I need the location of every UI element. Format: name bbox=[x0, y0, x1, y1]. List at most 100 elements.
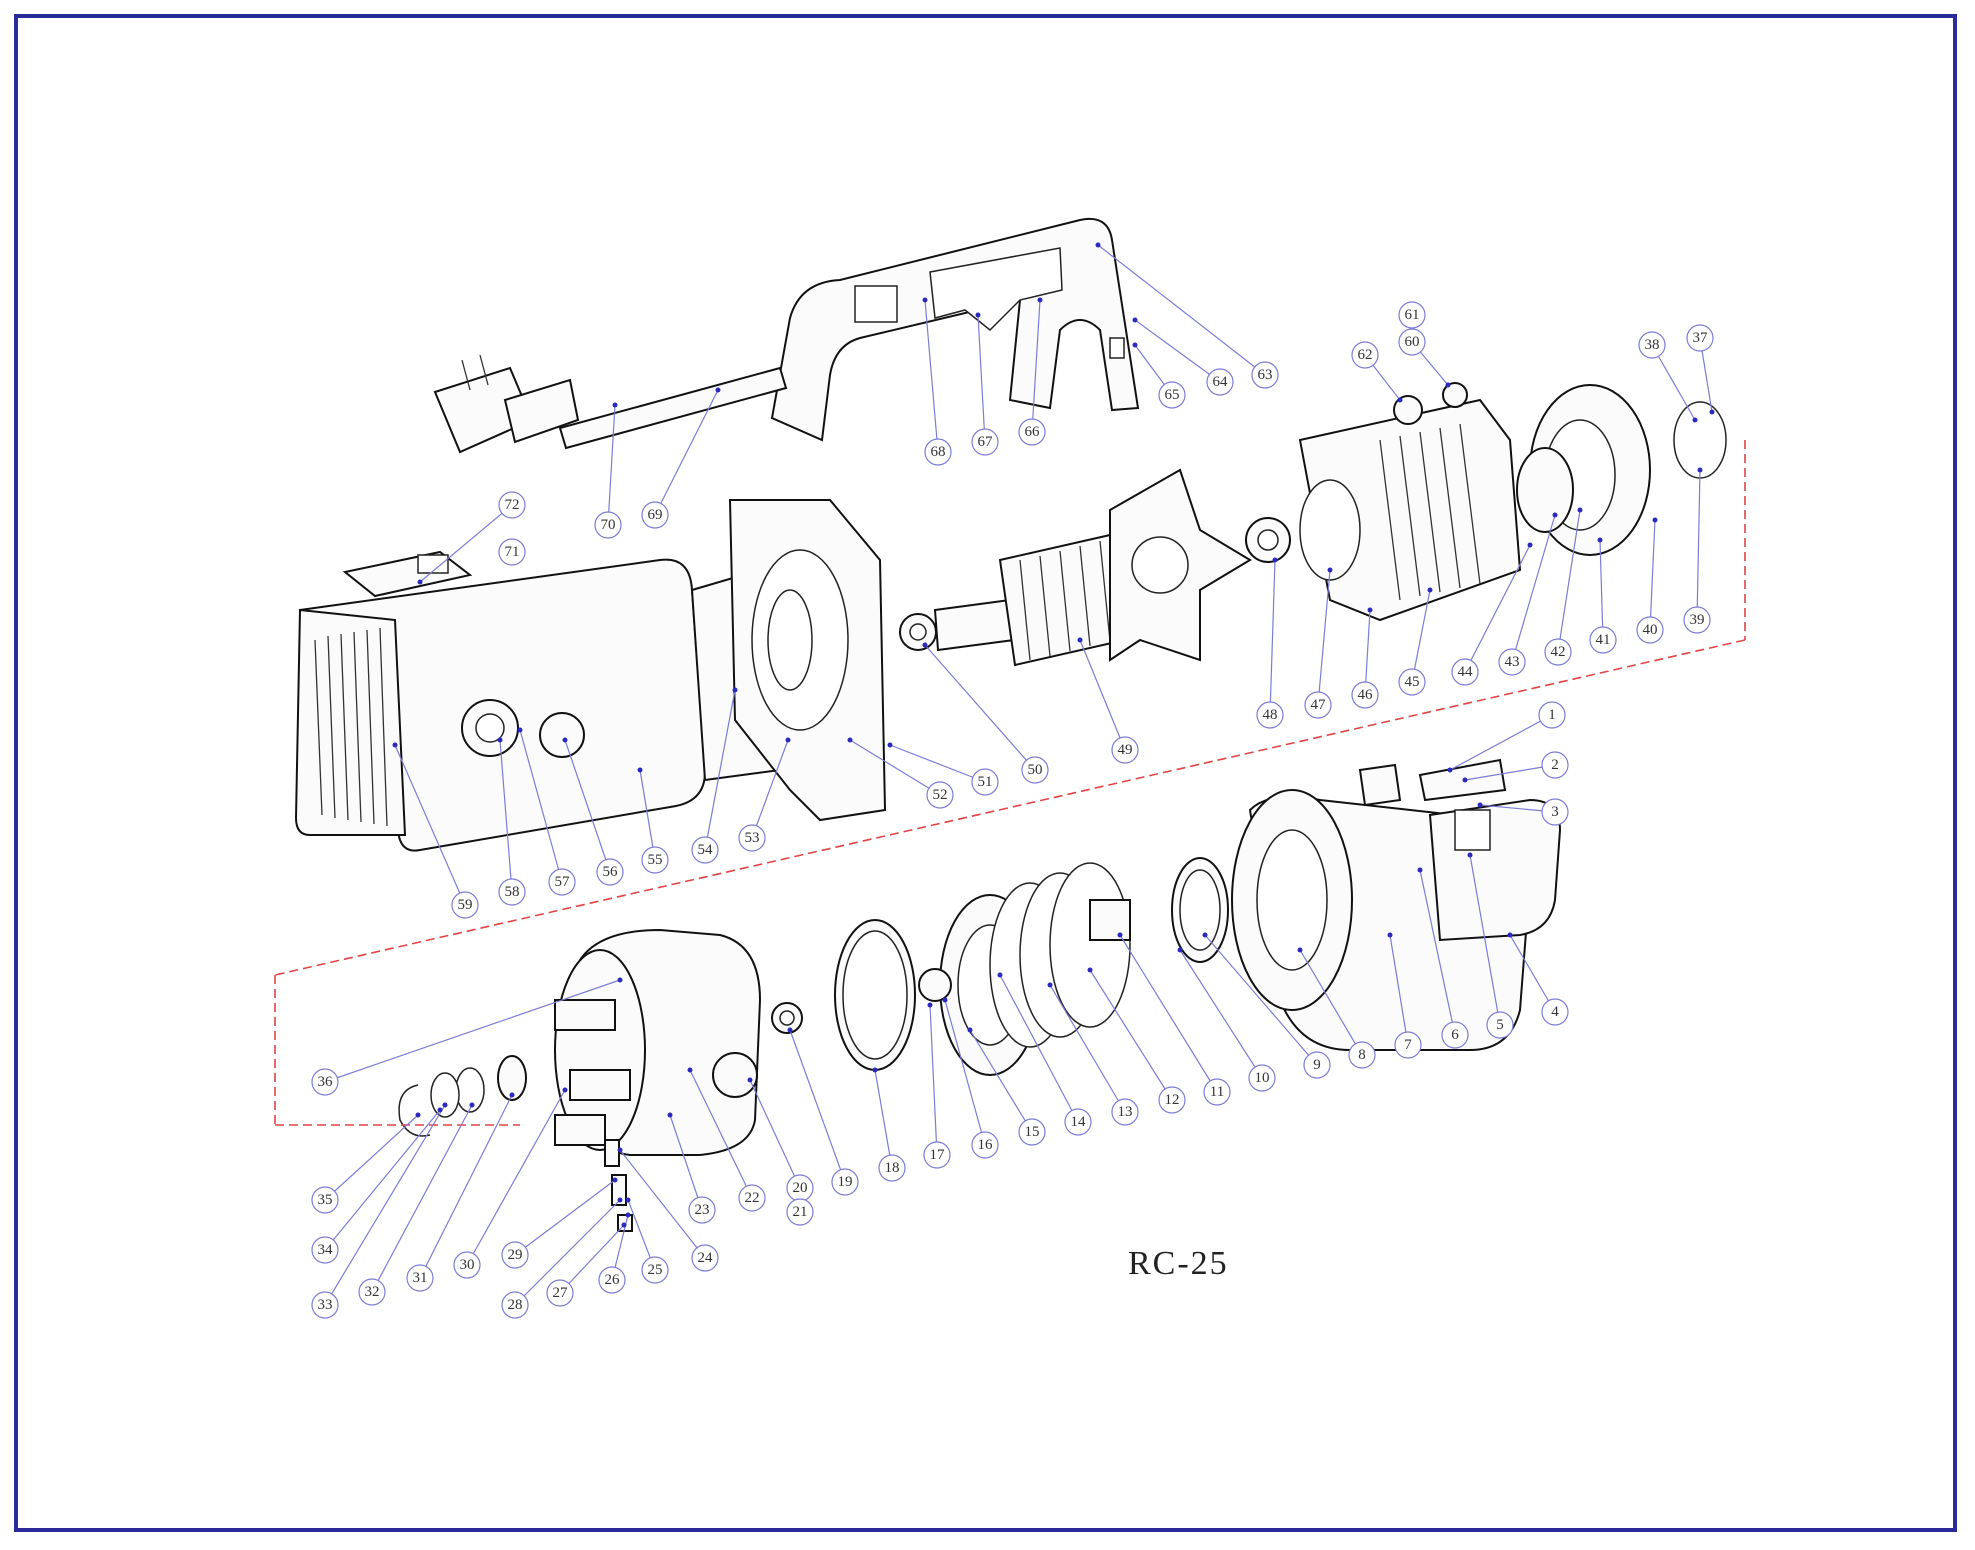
callout-13: 13 bbox=[1111, 1098, 1139, 1126]
callout-circle bbox=[1486, 1011, 1514, 1039]
leader-dot-41 bbox=[1597, 537, 1603, 543]
callout-circle bbox=[1441, 1021, 1469, 1049]
callout-12: 12 bbox=[1158, 1086, 1186, 1114]
leader-dot-30 bbox=[562, 1087, 568, 1093]
leader-line-43 bbox=[1511, 514, 1556, 663]
leader-dot-27 bbox=[621, 1222, 627, 1228]
callout-circle bbox=[1158, 381, 1186, 409]
callout-number: 5 bbox=[1496, 1017, 1504, 1033]
leader-line-17 bbox=[929, 1004, 938, 1156]
callout-circle bbox=[641, 846, 669, 874]
leader-dot-69 bbox=[715, 387, 721, 393]
callout-number: 6 bbox=[1451, 1027, 1459, 1043]
callout-24: 24 bbox=[691, 1244, 719, 1272]
leader-line-57 bbox=[519, 729, 563, 883]
callout-circle bbox=[971, 1131, 999, 1159]
callout-57: 57 bbox=[548, 868, 576, 896]
callout-circle bbox=[1111, 1098, 1139, 1126]
leader-line-48 bbox=[1269, 559, 1276, 716]
leader-dot-60 bbox=[1445, 382, 1451, 388]
callout-circle bbox=[1351, 341, 1379, 369]
callout-number: 31 bbox=[413, 1270, 428, 1286]
callout-40: 40 bbox=[1636, 616, 1664, 644]
leader-line-68 bbox=[924, 299, 939, 453]
callout-31: 31 bbox=[406, 1264, 434, 1292]
callout-number: 26 bbox=[605, 1272, 621, 1288]
callout-circle bbox=[1064, 1108, 1092, 1136]
leader-line-22 bbox=[689, 1069, 753, 1199]
callout-68: 68 bbox=[924, 438, 952, 466]
callout-70: 70 bbox=[594, 511, 622, 539]
callout-circle bbox=[1021, 756, 1049, 784]
leader-line-16 bbox=[944, 999, 986, 1146]
callout-14: 14 bbox=[1064, 1108, 1092, 1136]
callout-number: 55 bbox=[648, 852, 663, 868]
callout-number: 54 bbox=[698, 842, 714, 858]
leader-dot-5 bbox=[1467, 852, 1473, 858]
spring-block-11 bbox=[1089, 899, 1131, 941]
leader-line-6 bbox=[1419, 869, 1456, 1036]
callout-circle bbox=[1451, 658, 1479, 686]
callout-7: 7 bbox=[1394, 1031, 1422, 1059]
trigger bbox=[929, 247, 1063, 332]
callout-circle bbox=[1351, 681, 1379, 709]
callout-10: 10 bbox=[1248, 1064, 1276, 1092]
leader-dot-23 bbox=[667, 1112, 673, 1118]
callout-number: 8 bbox=[1358, 1047, 1366, 1063]
callout-number: 19 bbox=[838, 1174, 853, 1190]
leader-dot-59 bbox=[392, 742, 398, 748]
callout-16: 16 bbox=[971, 1131, 999, 1159]
callout-1: 1 bbox=[1538, 701, 1566, 729]
callout-number: 34 bbox=[318, 1242, 334, 1258]
leader-dot-51 bbox=[887, 742, 893, 748]
callout-circle bbox=[878, 1154, 906, 1182]
leader-line-31 bbox=[419, 1094, 513, 1279]
callout-number: 11 bbox=[1210, 1084, 1224, 1100]
callout-62: 62 bbox=[1351, 341, 1379, 369]
callout-circle bbox=[926, 781, 954, 809]
leader-dot-45 bbox=[1427, 587, 1433, 593]
leader-line-41 bbox=[1599, 539, 1604, 641]
leader-dot-64 bbox=[1132, 317, 1138, 323]
callout-circle bbox=[831, 1168, 859, 1196]
callout-47: 47 bbox=[1304, 691, 1332, 719]
callout-30: 30 bbox=[453, 1251, 481, 1279]
leader-line-38 bbox=[1651, 344, 1696, 421]
callout-circle bbox=[641, 1256, 669, 1284]
leader-dot-40 bbox=[1652, 517, 1658, 523]
callout-number: 72 bbox=[505, 497, 520, 513]
housing-fins bbox=[1379, 423, 1481, 601]
indicator-lamp bbox=[539, 712, 585, 758]
callout-43: 43 bbox=[1498, 648, 1526, 676]
leader-dot-22 bbox=[687, 1067, 693, 1073]
callout-18: 18 bbox=[878, 1154, 906, 1182]
callout-number: 50 bbox=[1028, 762, 1043, 778]
callout-number: 17 bbox=[930, 1147, 946, 1163]
callout-67: 67 bbox=[971, 428, 999, 456]
callout-2: 2 bbox=[1541, 751, 1569, 779]
callout-circle bbox=[596, 858, 624, 886]
callout-number: 65 bbox=[1165, 387, 1180, 403]
callout-number: 57 bbox=[555, 874, 571, 890]
callout-33: 33 bbox=[311, 1291, 339, 1319]
callout-circle bbox=[1398, 328, 1426, 356]
callout-15: 15 bbox=[1018, 1118, 1046, 1146]
callout-circle bbox=[1638, 331, 1666, 359]
handle-assembly bbox=[433, 218, 1140, 454]
assembly-separator bbox=[274, 440, 1746, 1126]
callout-bubbles: 1234567891011121314151617181920212223242… bbox=[311, 301, 1714, 1319]
callout-circle bbox=[1541, 998, 1569, 1026]
callout-circle bbox=[453, 1251, 481, 1279]
leader-line-15 bbox=[969, 1029, 1033, 1133]
leader-dot-4 bbox=[1507, 932, 1513, 938]
leader-dot-7 bbox=[1387, 932, 1393, 938]
leader-line-27 bbox=[559, 1224, 625, 1294]
leader-dot-14 bbox=[997, 972, 1003, 978]
callout-number: 62 bbox=[1358, 347, 1373, 363]
screw-24 bbox=[604, 1139, 620, 1167]
gear-housing-group bbox=[1245, 382, 1727, 622]
callout-72: 72 bbox=[498, 491, 526, 519]
callout-number: 10 bbox=[1255, 1070, 1270, 1086]
leader-dot-36 bbox=[617, 977, 623, 983]
leader-dot-47 bbox=[1327, 567, 1333, 573]
